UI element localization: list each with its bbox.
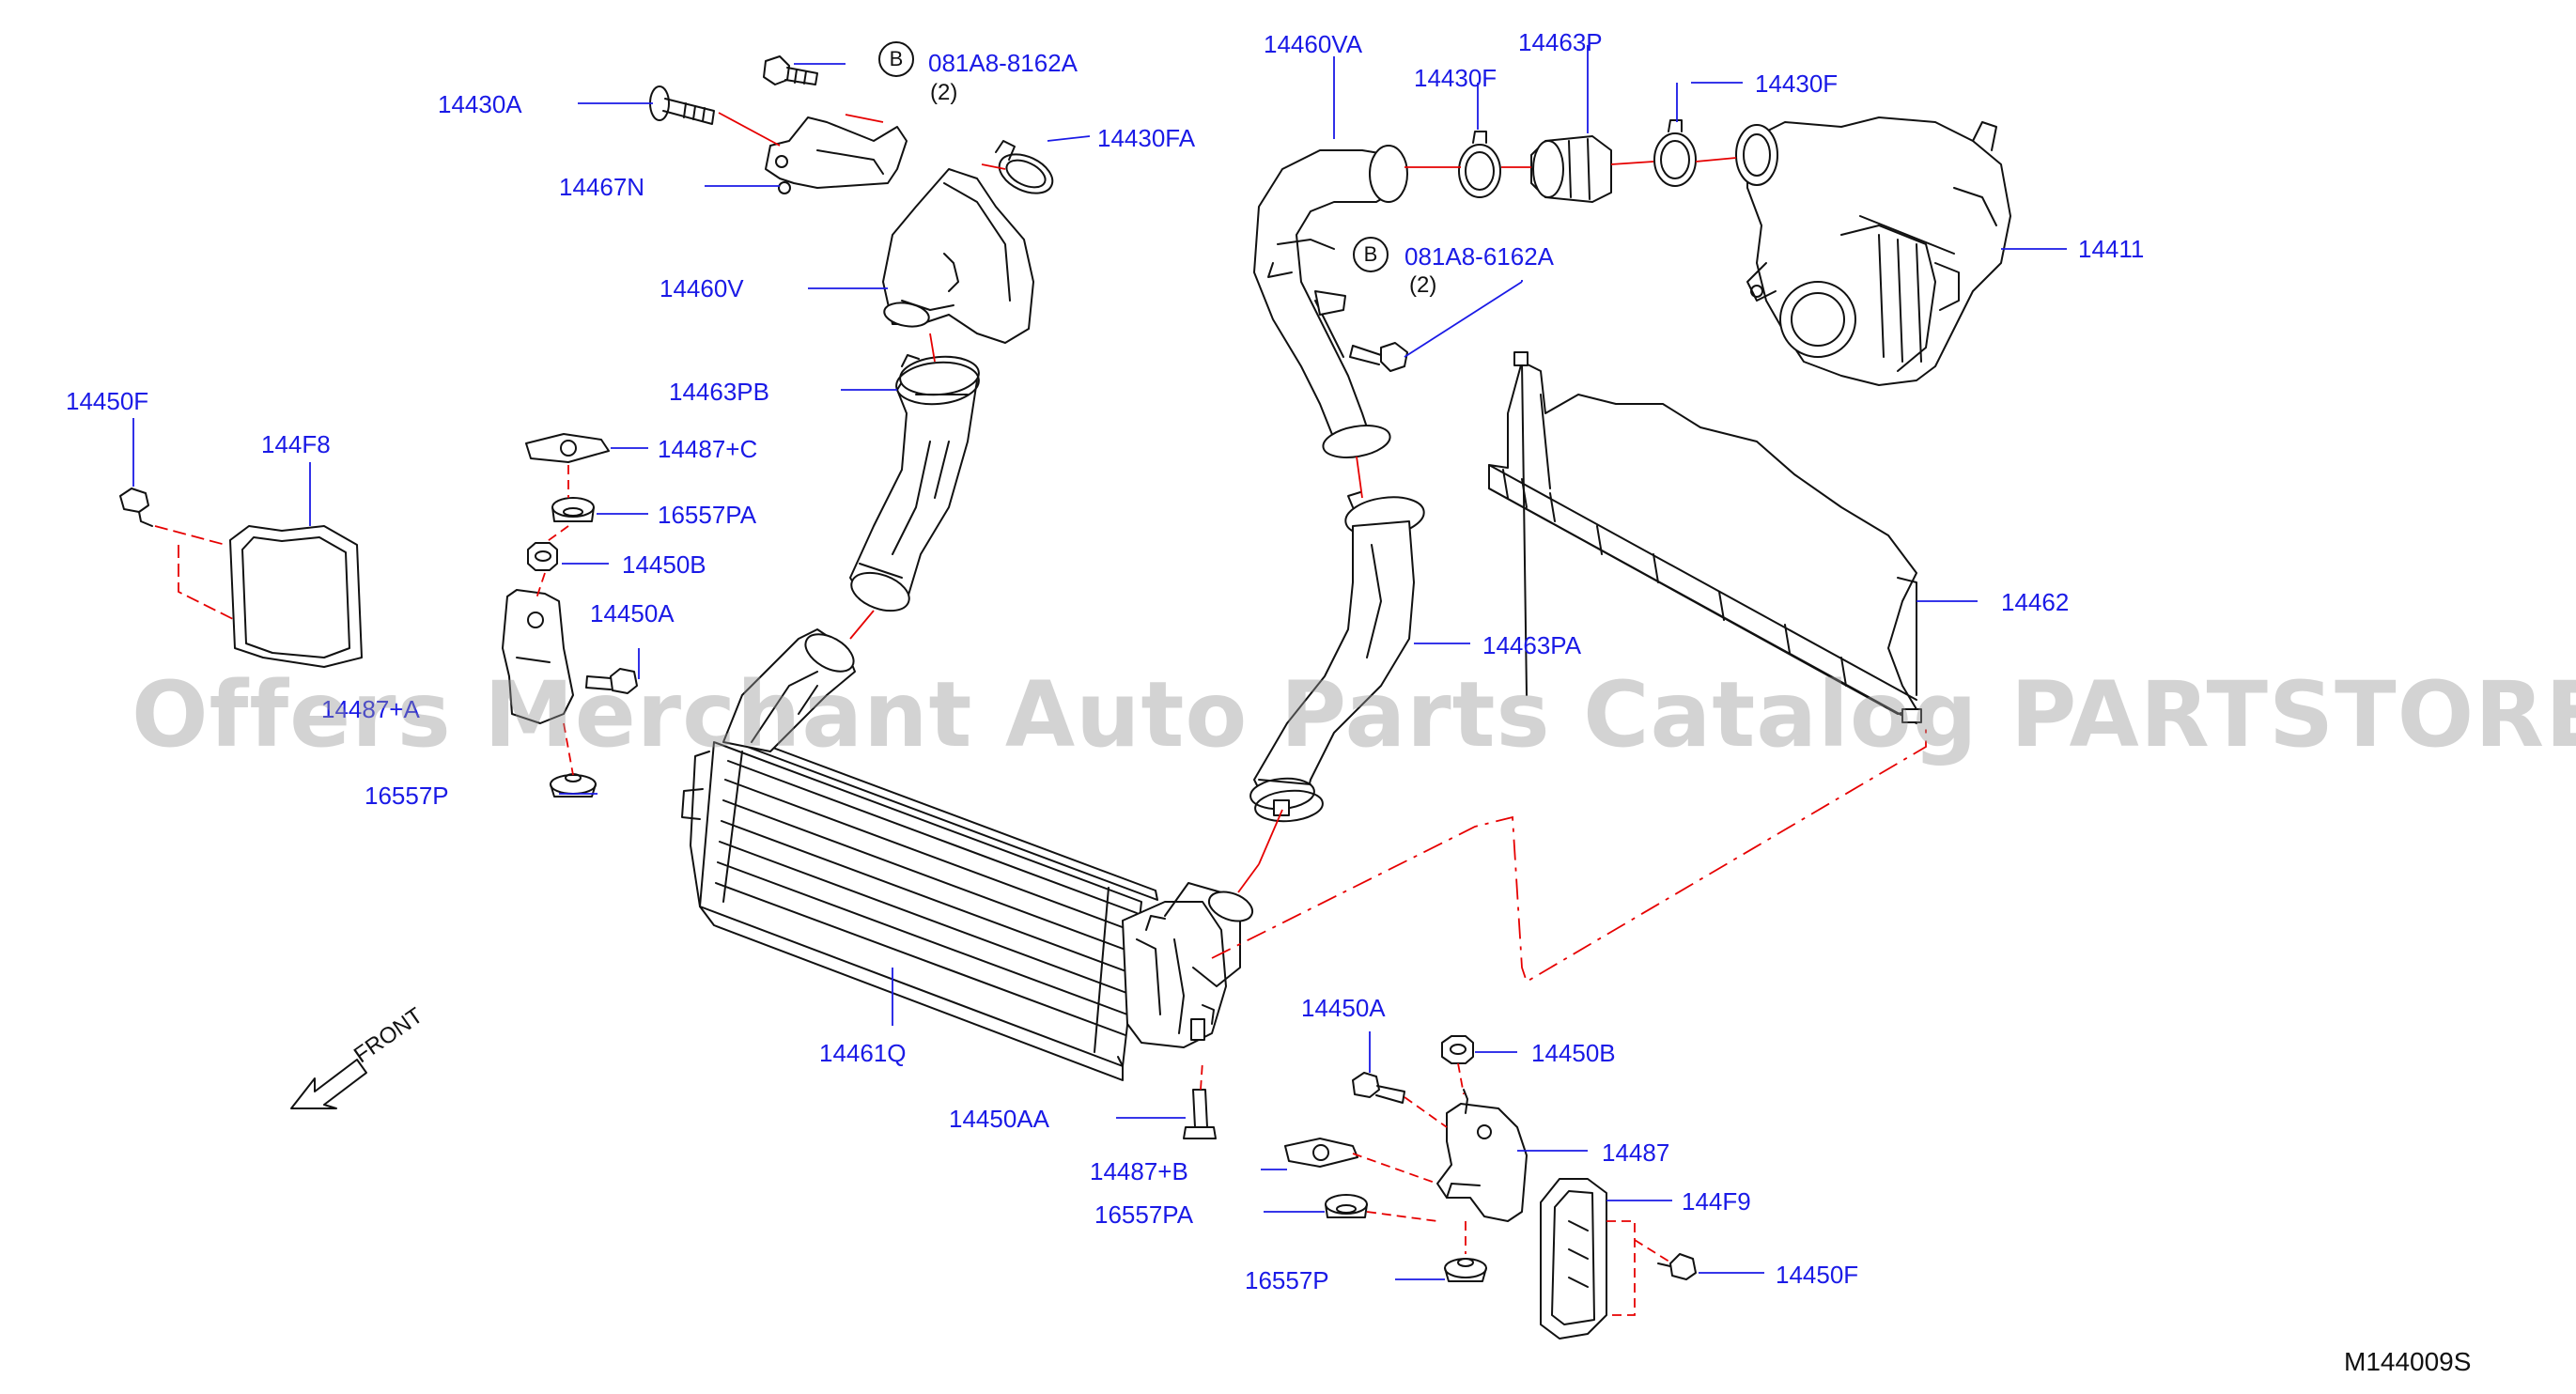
part-label-14487B[interactable]: 14487+B (1090, 1157, 1188, 1185)
part-label-14463P[interactable]: 14463P (1518, 28, 1603, 56)
part-label-14461Q[interactable]: 14461Q (819, 1039, 907, 1067)
part-label-16557P-top[interactable]: 16557P (365, 782, 449, 810)
part-label-14450A-mid[interactable]: 14450A (590, 599, 675, 627)
hose-14460V (882, 168, 1034, 344)
bracket-14487A (502, 589, 574, 724)
part-label-14450B-bottom[interactable]: 14450B (1531, 1039, 1616, 1067)
nut-14450B-top (527, 542, 558, 571)
bolt-badge-b-mid: B (1353, 237, 1389, 272)
part-label-14487C[interactable]: 14487+C (658, 435, 758, 463)
pipe-14463P (1530, 135, 1612, 203)
insulator-16557PA-bottom (1325, 1194, 1368, 1218)
part-label-14430F-2[interactable]: 14430F (1755, 70, 1839, 98)
bolt-14450A-mid (585, 668, 638, 694)
part-label-16557PA-bottom[interactable]: 16557PA (1094, 1200, 1194, 1229)
front-arrow-icon (290, 1059, 367, 1109)
intercooler-core (681, 732, 1158, 1081)
bushing-14487C (525, 433, 610, 463)
diagram-reference-code: M144009S (2344, 1347, 2472, 1376)
part-label-14487[interactable]: 14487 (1602, 1138, 1670, 1167)
clip-14450F-right (1657, 1253, 1697, 1280)
part-label-14450F-right[interactable]: 14450F (1776, 1261, 1859, 1289)
part-label-14467N[interactable]: 14467N (559, 173, 645, 201)
leader-lines-blue (132, 45, 2067, 1280)
qty-label-mid: (2) (1409, 272, 1437, 298)
part-label-14450AA[interactable]: 14450AA (949, 1105, 1049, 1133)
qty-label-top: (2) (930, 80, 958, 105)
part-label-14450B-top[interactable]: 14450B (622, 550, 706, 579)
bolt-081A8-8162A (763, 55, 818, 85)
bolt-14430A-top (649, 85, 715, 125)
nut-14450B-bottom (1441, 1035, 1474, 1064)
part-label-14462[interactable]: 14462 (2001, 588, 2070, 616)
part-label-14450F-left[interactable]: 14450F (66, 387, 149, 415)
part-label-14430F-1[interactable]: 14430F (1414, 64, 1497, 92)
deflector-144F8 (229, 525, 363, 668)
part-label-16557PA-top[interactable]: 16557PA (658, 501, 757, 529)
bracket-14467N (765, 116, 908, 194)
bolt-badge-b-top: B (878, 41, 914, 77)
clamp-ring-top (895, 354, 980, 406)
part-label-081A8-8162A[interactable]: 081A8-8162A (928, 49, 1079, 77)
air-guide-14462 (1488, 351, 1922, 724)
intercooler-inlet (722, 628, 856, 752)
bolt-14450A-bottom (1352, 1072, 1405, 1104)
clamp-14430F-left (1458, 131, 1501, 198)
leader-lines-red (154, 112, 1927, 1316)
part-label-081A8-6162A[interactable]: 081A8-6162A (1404, 242, 1555, 271)
insulator-16557PA-top (551, 497, 595, 522)
bushing-14487B (1284, 1138, 1358, 1168)
part-label-14463PB[interactable]: 14463PB (669, 378, 769, 406)
clip-14450F-left (119, 488, 153, 527)
part-label-14463PA[interactable]: 14463PA (1482, 631, 1582, 659)
clamp-14430F-right (1653, 119, 1697, 187)
turbocharger-14411 (1735, 116, 2011, 386)
part-label-144F8-left[interactable]: 144F8 (261, 430, 331, 458)
part-label-14460V[interactable]: 14460V (660, 274, 744, 302)
bracket-14487 (1436, 1089, 1528, 1222)
part-label-14460VA[interactable]: 14460VA (1264, 30, 1363, 58)
part-label-14487A[interactable]: 14487+A (321, 695, 420, 723)
part-label-144F9[interactable]: 144F9 (1682, 1187, 1751, 1216)
part-label-14430A-top[interactable]: 14430A (438, 90, 522, 118)
hose-14463PB (849, 355, 980, 612)
part-label-14450A-bottom[interactable]: 14450A (1301, 994, 1386, 1022)
bolt-081A8-6162A (1349, 342, 1408, 372)
part-label-16557P-bottom[interactable]: 16557P (1245, 1266, 1329, 1294)
clamp-14430FA (995, 140, 1054, 194)
outlet-connector (1254, 789, 1324, 823)
hose-14463PA (1249, 520, 1415, 811)
intercooler-outlet-tank (1122, 882, 1254, 1048)
insulator-16557P-bottom (1444, 1258, 1487, 1282)
bolt-14450AA (1183, 1089, 1217, 1139)
part-label-14411[interactable]: 14411 (2078, 235, 2145, 263)
part-label-14430FA[interactable]: 14430FA (1097, 124, 1196, 152)
deflector-144F9 (1540, 1178, 1607, 1340)
hose-14460VA (1253, 145, 1408, 458)
